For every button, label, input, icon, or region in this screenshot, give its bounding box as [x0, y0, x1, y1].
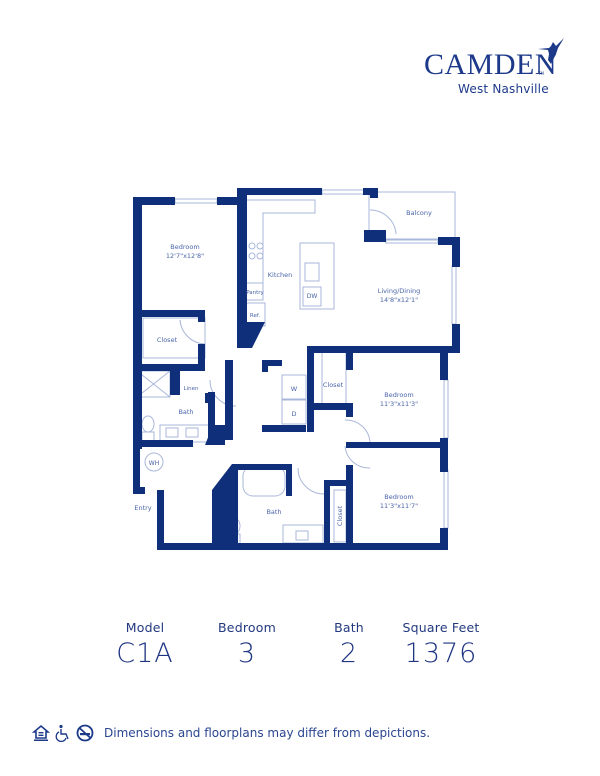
disclaimer-text: Dimensions and floorplans may differ fro… [104, 726, 431, 740]
room-label: Bedroom [384, 493, 413, 501]
stat-label: Model [125, 620, 165, 635]
room-label: Linen [184, 386, 199, 392]
room-label: Balcony [406, 209, 432, 217]
room-dimensions: 11'3"x11'3" [380, 400, 418, 408]
stat-model: Model C1A [85, 620, 205, 669]
stat-value: 2 [339, 638, 359, 669]
room-dimensions: 11'3"x11'7" [380, 502, 418, 510]
stat-value: C1A [116, 638, 174, 669]
room-label: Closet [157, 336, 178, 344]
room-label: Kitchen [268, 271, 292, 279]
room-label: Closet [323, 381, 344, 389]
room-label: W [291, 385, 298, 393]
room-dimensions: 14'8"x12'1" [380, 296, 418, 304]
equal-housing-icon [32, 724, 50, 741]
room-label: D [291, 410, 296, 418]
trademark: TM [538, 71, 544, 76]
stat-value: 1376 [404, 638, 478, 669]
room-label: Bath [178, 408, 193, 416]
stat-value: 3 [237, 638, 257, 669]
room-label: Bedroom [384, 391, 413, 399]
unit-stats: Model C1A Bedroom 3 Bath 2 Square Feet 1… [0, 620, 600, 680]
room-label: Bedroom [170, 243, 199, 251]
no-smoking-icon [76, 724, 94, 742]
stat-label: Square Feet [402, 620, 480, 635]
room-label: Bath [266, 508, 281, 516]
room-dimensions: 12'7"x12'8" [166, 252, 204, 260]
footer: Dimensions and floorplans may differ fro… [32, 723, 430, 743]
room-label: Ref. [250, 313, 260, 319]
stat-bath: Bath 2 [289, 620, 409, 669]
camden-logo: CAMDEN TM West Nashville [418, 38, 578, 102]
stat-square-feet: Square Feet 1376 [381, 620, 501, 669]
stat-label: Bedroom [218, 620, 276, 635]
stat-bedroom: Bedroom 3 [187, 620, 307, 669]
room-label: Closet [336, 505, 344, 526]
stat-label: Bath [334, 620, 364, 635]
room-label: Living/Dining [378, 287, 421, 295]
room-label: Entry [134, 504, 151, 512]
hummingbird-icon [538, 38, 564, 64]
balcony-outline [368, 191, 456, 241]
room-label: WH [149, 460, 159, 467]
room-label: Pantry [246, 290, 264, 296]
brand-name: CAMDEN [424, 48, 558, 81]
room-label: DW [307, 293, 318, 300]
community-name: West Nashville [458, 82, 549, 96]
accessibility-icon [55, 724, 69, 742]
